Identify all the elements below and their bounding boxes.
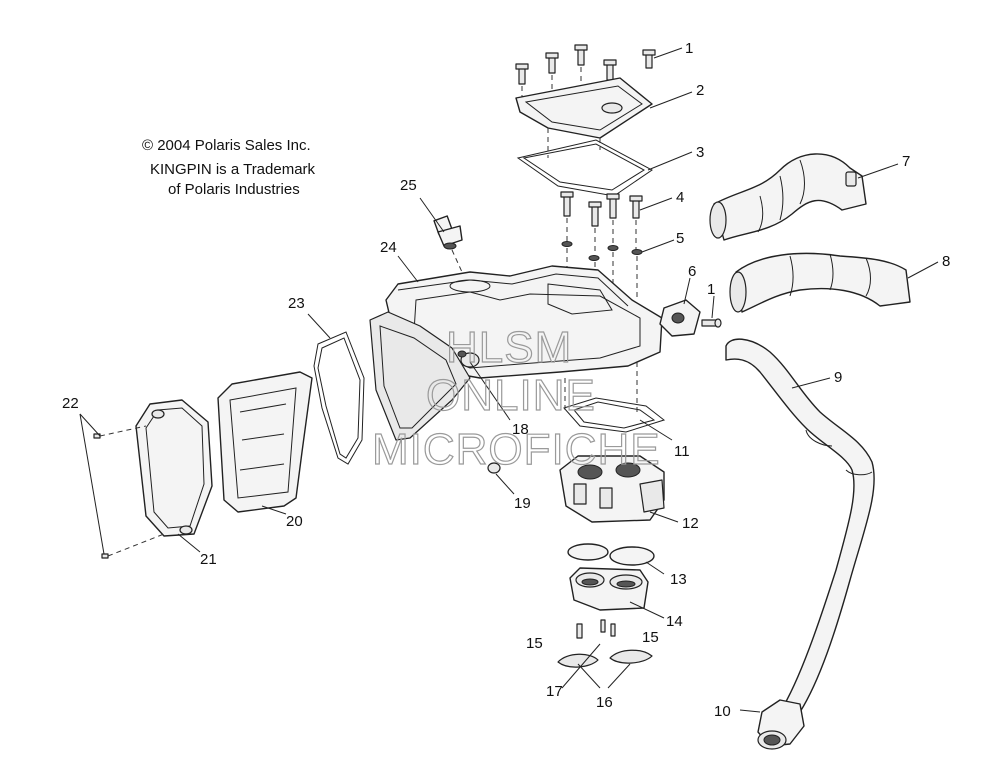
part-clamps <box>557 649 653 668</box>
part-sensor <box>433 215 463 273</box>
callout-6: 6 <box>688 263 696 280</box>
part-filter-cover <box>135 399 213 537</box>
callout-14: 14 <box>666 613 683 630</box>
part-gasket <box>516 128 653 197</box>
callout-5: 5 <box>676 230 684 247</box>
copyright-line-3: of Polaris Industries <box>168 181 300 198</box>
callout-1: 1 <box>685 40 693 57</box>
copyright-notice: © 2004 Polaris Sales Inc. KINGPIN is a T… <box>142 137 316 198</box>
callout-3: 3 <box>696 144 704 161</box>
callout-9: 9 <box>834 369 842 386</box>
callout-8: 8 <box>942 253 950 270</box>
callout-20: 20 <box>286 513 303 530</box>
part-air-filter <box>217 371 313 513</box>
watermark-line-1: HLSM <box>446 323 572 372</box>
part-pins <box>576 619 616 639</box>
copyright-line-1: © 2004 Polaris Sales Inc. <box>142 137 311 154</box>
copyright-line-2: KINGPIN is a Trademark <box>150 161 316 178</box>
part-actuator <box>659 299 722 337</box>
callout-7: 7 <box>902 153 910 170</box>
part-o-rings <box>567 543 655 566</box>
callout-16: 16 <box>596 694 613 711</box>
callout-15-right: 15 <box>642 629 659 646</box>
part-screws-mid <box>560 191 643 227</box>
part-long-hose <box>725 338 875 713</box>
callout-15-left: 15 <box>526 635 543 652</box>
part-washers <box>561 218 643 300</box>
callout-18: 18 <box>512 421 529 438</box>
part-hose-elbow <box>757 699 805 750</box>
callout-11: 11 <box>674 443 690 460</box>
callout-4: 4 <box>676 189 684 206</box>
callout-24: 24 <box>380 239 397 256</box>
callout-10: 10 <box>714 703 731 720</box>
callout-13: 13 <box>670 571 687 588</box>
part-airbox-cover <box>515 77 653 139</box>
part-intake-duct-lower <box>729 252 911 313</box>
callout-22: 22 <box>62 395 79 412</box>
part-airbox-body <box>369 265 663 441</box>
part-boot-gasket <box>563 362 666 433</box>
watermark-line-3: MICROFICHE <box>372 425 661 474</box>
callout-21: 21 <box>200 551 217 568</box>
callout-12: 12 <box>682 515 699 532</box>
callout-labels: 1 2 3 4 5 6 1 7 8 9 10 11 12 13 14 15 15… <box>62 40 950 720</box>
part-adapter-boot <box>569 567 649 611</box>
callout-17: 17 <box>546 683 563 700</box>
part-seal-ring <box>313 331 365 465</box>
callout-25: 25 <box>400 177 417 194</box>
callout-2: 2 <box>696 82 704 99</box>
callout-19: 19 <box>514 495 531 512</box>
callout-23: 23 <box>288 295 305 312</box>
part-screws-top <box>515 44 656 98</box>
watermark-line-2: ONLINE <box>426 371 596 420</box>
callout-1-second: 1 <box>707 281 715 298</box>
leader-lines <box>79 47 939 713</box>
part-throttle-body <box>559 455 665 523</box>
part-grommet <box>487 462 501 474</box>
part-intake-duct-upper <box>709 153 867 241</box>
watermark: HLSM ONLINE MICROFICHE <box>371 322 661 474</box>
